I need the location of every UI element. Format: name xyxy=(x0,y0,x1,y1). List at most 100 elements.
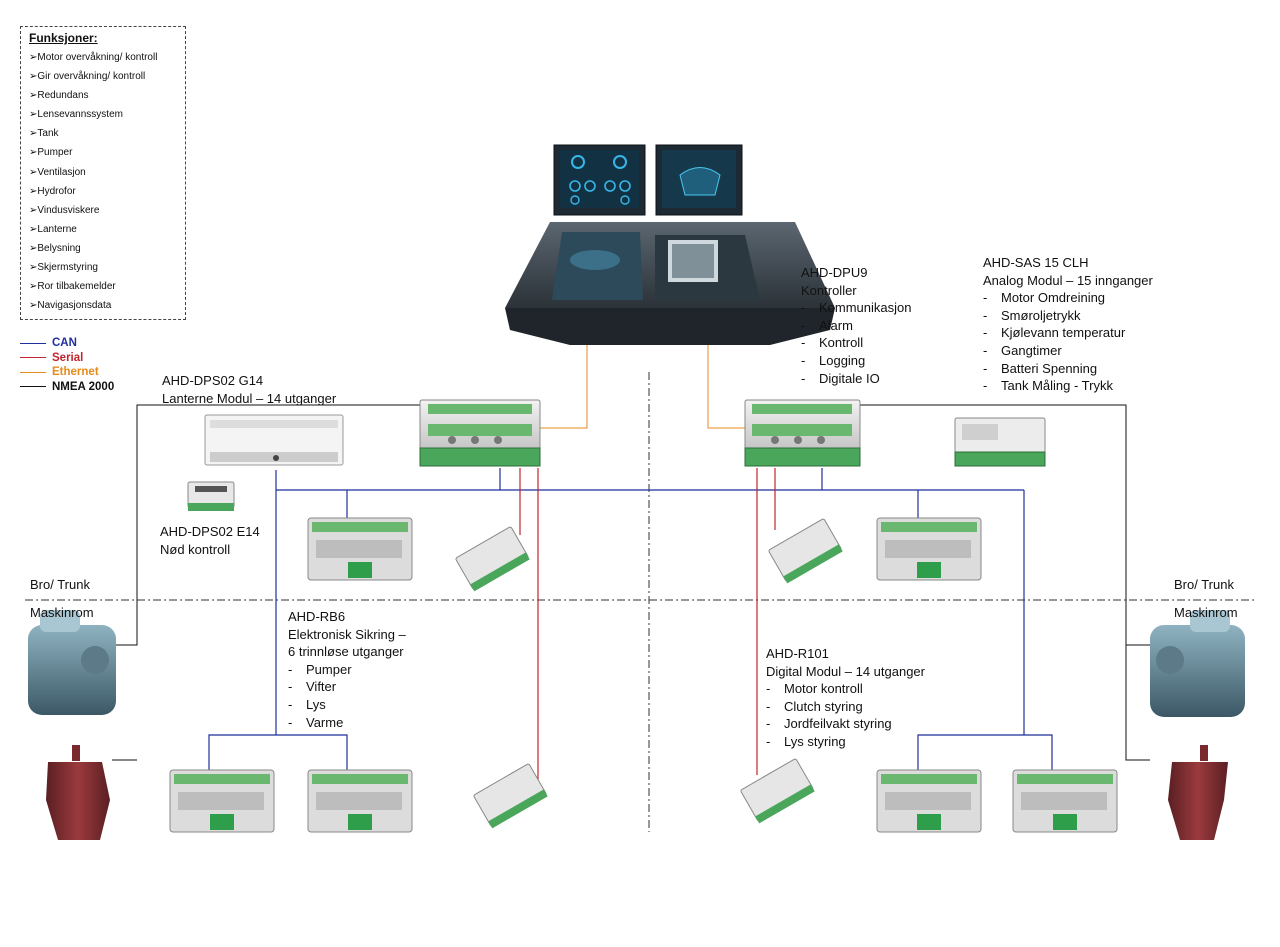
sas15-items: -Motor Omdreining-Smøroljetrykk -Kjølevan… xyxy=(983,289,1153,395)
legend-item: CAN xyxy=(20,336,160,351)
rb6-subtitle-2: 6 trinnløse utganger xyxy=(288,644,404,660)
dps02e14-label: AHD-DPS02 E14 Nød kontroll xyxy=(160,523,260,558)
legend-label: CAN xyxy=(52,337,77,350)
legend-item: Serial xyxy=(20,351,160,366)
operator-console xyxy=(505,144,835,345)
nmea2000-lines xyxy=(112,404,1150,761)
function-item: ➢Gir overvåkning/ kontroll xyxy=(29,71,146,83)
digital-module-upper-right xyxy=(768,518,843,584)
dps02g14-subtitle: Lanterne Modul – 14 utganger xyxy=(162,390,337,406)
rb6-label: AHD-RB6 Elektronisk Sikring – 6 trinnløs… xyxy=(288,608,406,731)
function-item: ➢Belysning xyxy=(29,242,81,254)
legend-line-swatch xyxy=(20,357,46,359)
divider-lines xyxy=(25,372,1255,832)
rb6-module-lower-1 xyxy=(169,769,275,833)
rb6-module-lower-4 xyxy=(1012,769,1118,833)
rudder-left xyxy=(46,745,110,840)
digital-module-lower-right xyxy=(740,758,815,824)
label-list-item: -Kontroll xyxy=(801,335,864,351)
function-item: ➢Pumper xyxy=(29,147,73,159)
zone-bro-left: Bro/ Trunk xyxy=(30,577,90,592)
function-item: ➢Lanterne xyxy=(29,223,77,235)
label-list-item: -Varme xyxy=(288,714,344,730)
dps02e14-title: AHD-DPS02 E14 xyxy=(160,524,260,539)
digital-module-lower-left xyxy=(473,763,548,829)
label-list-item: -Pumper xyxy=(288,661,352,677)
legend-label: NMEA 2000 xyxy=(52,380,115,393)
zone-bro-right: Bro/ Trunk xyxy=(1174,577,1234,592)
label-list-item: -Lys xyxy=(288,696,326,712)
function-item: ➢Redundans xyxy=(29,90,89,102)
rb6-module-lower-3 xyxy=(876,769,982,833)
function-item: ➢Ror tilbakemelder xyxy=(29,281,116,293)
engine-left xyxy=(28,610,116,715)
sas15-title: AHD-SAS 15 CLH xyxy=(983,255,1089,270)
function-item: ➢Lensevannssystem xyxy=(29,109,123,121)
r101-title: AHD-R101 xyxy=(766,646,829,661)
emergency-module xyxy=(187,481,235,511)
rb6-title: AHD-RB6 xyxy=(288,609,346,624)
function-item: ➢Vindusviskere xyxy=(29,204,100,216)
rb6-subtitle: Elektronisk Sikring – xyxy=(288,626,406,642)
dpu9-items: -Kommunikasjon-Alarm-Kontroll-Logging-Di… xyxy=(801,299,912,387)
functions-title: Funksjoner: xyxy=(29,31,98,45)
rb6-module-lower-2 xyxy=(307,769,413,833)
controller-module-left xyxy=(419,399,541,467)
legend-label: Ethernet xyxy=(52,366,99,379)
ethernet-lines xyxy=(540,345,745,429)
digital-module-upper-left xyxy=(455,526,530,592)
label-list-item: -Smøroljetrykk xyxy=(983,307,1081,323)
lantern-module xyxy=(204,414,344,466)
functions-panel: Funksjoner: ➢Motor overvåkning/ kontroll… xyxy=(20,26,186,320)
label-list-item: -Gangtimer xyxy=(983,342,1062,358)
dps02g14-label: AHD-DPS02 G14 Lanterne Modul – 14 utgang… xyxy=(162,372,336,407)
can-lines xyxy=(208,468,1053,770)
dpu9-label: AHD-DPU9 Kontroller -Kommunikasjon-Alarm… xyxy=(801,264,912,387)
label-list-item: -Clutch styring xyxy=(766,698,863,714)
rb6-items: -Pumper -Vifter-Lys -Varme xyxy=(288,661,406,731)
legend-line-swatch xyxy=(20,342,46,344)
zone-maskinrom-left: Maskinrom xyxy=(30,605,94,620)
dpu9-subtitle: Kontroller xyxy=(801,282,857,298)
functions-list: ➢Motor overvåkning/ kontroll ➢Gir overvåk… xyxy=(29,48,185,315)
analog-module xyxy=(954,417,1046,467)
legend-label: Serial xyxy=(52,351,84,364)
serial-lines xyxy=(519,468,776,780)
zone-maskinrom-right: Maskinrom xyxy=(1174,605,1238,620)
r101-subtitle: Digital Modul – 14 utganger xyxy=(766,663,925,679)
engine-right xyxy=(1150,610,1245,717)
label-list-item: -Motor Omdreining xyxy=(983,290,1106,306)
label-list-item: -Motor kontroll xyxy=(766,681,863,697)
dps02e14-subtitle: Nød kontroll xyxy=(160,541,231,557)
dpu9-title: AHD-DPU9 xyxy=(801,265,868,280)
label-list-item: -Vifter xyxy=(288,679,337,695)
function-item: ➢Hydrofor xyxy=(29,185,76,197)
r101-label: AHD-R101 Digital Modul – 14 utganger -Mo… xyxy=(766,645,925,751)
sas15-subtitle: Analog Modul – 15 innganger xyxy=(983,272,1153,288)
sas15-label: AHD-SAS 15 CLH Analog Modul – 15 inngang… xyxy=(983,254,1153,395)
function-item: ➢Navigasjonsdata xyxy=(29,300,112,312)
legend-item: NMEA 2000 xyxy=(20,380,160,395)
legend-item: Ethernet xyxy=(20,365,160,380)
rb6-module-upper-right xyxy=(876,517,982,581)
function-item: ➢Motor overvåkning/ kontroll xyxy=(29,52,158,63)
label-list-item: -Kjølevann temperatur xyxy=(983,325,1126,341)
legend-line-swatch xyxy=(20,371,46,373)
function-item: ➢Tank xyxy=(29,128,59,140)
label-list-item: -Lys styring xyxy=(766,733,846,749)
dps02g14-title: AHD-DPS02 G14 xyxy=(162,373,264,388)
r101-items: -Motor kontroll-Clutch styring -Jordfeilv… xyxy=(766,680,925,750)
label-list-item: -Kommunikasjon xyxy=(801,300,912,316)
label-list-item: -Tank Måling - Trykk xyxy=(983,378,1113,394)
label-list-item: -Batteri Spenning xyxy=(983,360,1098,376)
label-list-item: -Alarm xyxy=(801,317,853,333)
legend-line-swatch xyxy=(20,386,46,388)
controller-module-right xyxy=(744,399,861,467)
label-list-item: -Jordfeilvakt styring xyxy=(766,716,892,732)
function-item: ➢Ventilasjon xyxy=(29,166,86,178)
rb6-module-upper-left xyxy=(307,517,413,581)
label-list-item: -Digitale IO xyxy=(801,370,880,386)
function-item: ➢Skjermstyring xyxy=(29,262,98,274)
